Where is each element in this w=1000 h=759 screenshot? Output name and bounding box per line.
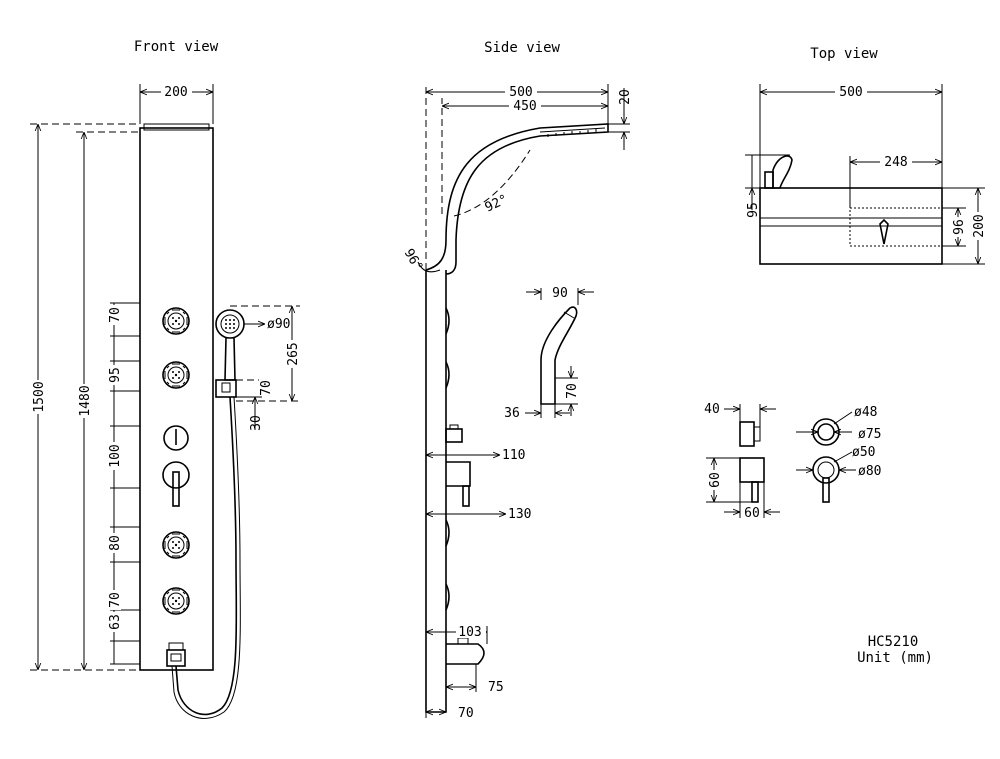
front-spacing-80-label: 80 — [108, 535, 123, 551]
side-75-label: 75 — [488, 680, 504, 695]
top-view-title: Top view — [810, 46, 878, 62]
body-jet-4 — [162, 587, 190, 615]
body-jet-1 — [162, 307, 190, 335]
mixer-50-label: ø50 — [852, 445, 875, 460]
front-height-1480-label: 1480 — [78, 385, 93, 416]
front-spacing-70b-label: 70 — [108, 592, 123, 608]
front-width-label: 200 — [164, 85, 187, 100]
front-view-title: Front view — [134, 39, 219, 55]
top-200-label: 200 — [972, 214, 987, 237]
shower-holder — [215, 379, 237, 398]
hand-shower — [215, 309, 245, 398]
side-110-label: 110 — [502, 448, 525, 463]
mixer-80-label: ø80 — [858, 464, 881, 479]
diverter-knob — [163, 425, 189, 451]
mixer-front-detail — [812, 456, 840, 503]
front-spacing-63-label: 63 — [108, 614, 123, 630]
top-view: Top view 500 248 95 96 — [745, 46, 987, 265]
shower-hose — [175, 396, 238, 716]
side-130-label: 130 — [508, 507, 531, 522]
top-hand-shower — [764, 155, 793, 189]
top-rain-head — [849, 207, 943, 247]
hand-shower-36-label: 36 — [504, 406, 520, 421]
hose-outlet — [166, 642, 186, 667]
side-450-label: 450 — [513, 99, 536, 114]
mixer-side-detail — [739, 457, 765, 483]
hand-shower-side-detail — [540, 306, 578, 405]
mixer-handle — [162, 461, 190, 507]
mixer-60a-label: 60 — [708, 472, 723, 488]
hand-shower-dia-label: ø90 — [267, 317, 290, 332]
body-jet-2 — [162, 361, 190, 389]
front-spacing-70-label: 70 — [108, 307, 123, 323]
body-jet-3 — [162, 531, 190, 559]
hand-shower-70-label: 70 — [565, 383, 580, 399]
front-view: Front view 200 1500 1480 — [30, 39, 301, 719]
front-spacing-95-label: 95 — [108, 367, 123, 383]
side-panel — [425, 270, 447, 713]
knob-details: 40 60 60 ø48 ø75 ø50 ø8 — [704, 402, 881, 521]
side-20-label: 20 — [618, 89, 633, 105]
side-103-label: 103 — [458, 625, 481, 640]
side-500-label: 500 — [509, 85, 532, 100]
hand-shower-265-label: 265 — [286, 342, 301, 365]
side-view-title: Side view — [484, 40, 560, 56]
holder-30-label: 30 — [249, 415, 264, 431]
diverter-48-label: ø48 — [854, 405, 877, 420]
diverter-40-label: 40 — [704, 402, 720, 417]
holder-70-label: 70 — [259, 380, 274, 396]
side-angle-96-label: 96° — [401, 246, 426, 274]
diverter-side-detail — [739, 421, 755, 447]
side-angle-92-label: 92° — [483, 192, 511, 216]
side-mixer — [446, 461, 471, 487]
top-95-label: 95 — [746, 202, 761, 218]
side-diverter — [445, 428, 463, 443]
front-spacing-100-label: 100 — [108, 444, 123, 467]
side-spout — [446, 643, 485, 665]
side-shower-arm — [425, 123, 609, 275]
top-248-label: 248 — [884, 155, 907, 170]
top-96-label: 96 — [952, 219, 967, 235]
hand-shower-90-label: 90 — [552, 286, 568, 301]
side-70-label: 70 — [458, 706, 474, 721]
front-top-head — [143, 123, 210, 131]
diverter-75-label: ø75 — [858, 427, 881, 442]
side-view: Side view 500 450 20 — [401, 40, 633, 721]
mixer-60b-label: 60 — [744, 506, 760, 521]
front-height-1500-label: 1500 — [32, 381, 47, 412]
unit-label: Unit (mm) — [857, 650, 933, 666]
top-500-label: 500 — [839, 85, 862, 100]
model-number: HC5210 — [868, 634, 919, 650]
